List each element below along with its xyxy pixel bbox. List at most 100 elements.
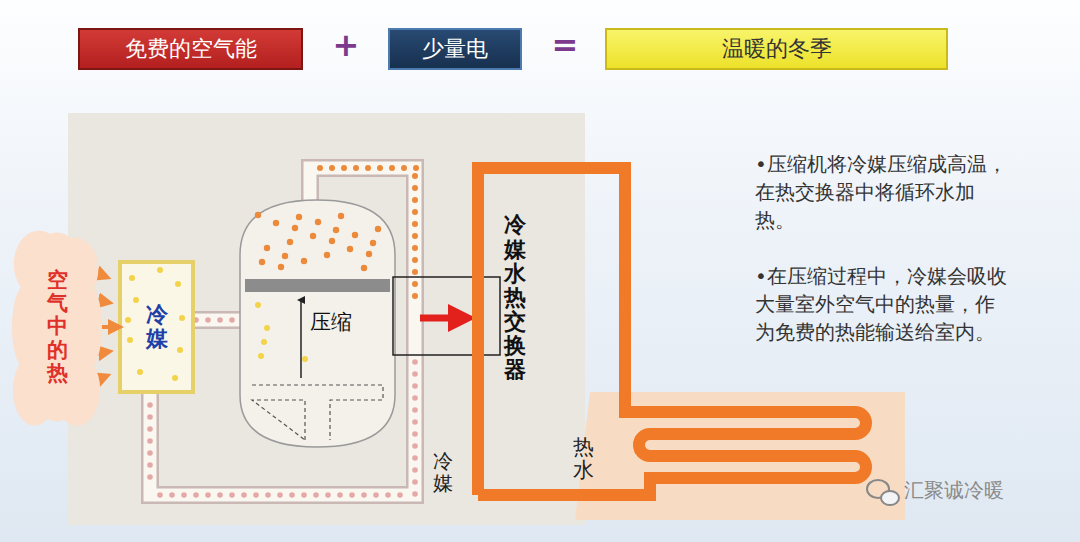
dot — [341, 165, 347, 171]
dot — [412, 491, 418, 497]
dot — [301, 492, 307, 498]
dot — [389, 165, 395, 171]
dot — [361, 265, 367, 271]
dot — [412, 395, 418, 401]
dot — [147, 474, 153, 480]
dot — [241, 492, 247, 498]
dot — [205, 317, 211, 323]
dot — [289, 492, 295, 498]
dot — [181, 492, 187, 498]
dot — [412, 281, 418, 287]
dot — [296, 214, 302, 220]
dot — [127, 337, 133, 343]
dot — [125, 317, 131, 323]
dot — [353, 165, 359, 171]
refrigerant-label: 冷媒 — [433, 450, 453, 494]
title-box: 免费的空气能 — [78, 28, 303, 70]
dot — [137, 369, 143, 375]
dot — [175, 281, 181, 287]
heat-transfer-arrow — [420, 315, 462, 322]
dot — [147, 450, 153, 456]
dot — [259, 259, 265, 265]
node-text: 冷媒水热交换器 — [504, 213, 526, 382]
dot — [193, 492, 199, 498]
node-text: 免费的空气能 — [125, 34, 257, 64]
dot — [205, 492, 211, 498]
dot — [385, 492, 391, 498]
note-text: •在压缩过程中，冷媒会吸收大量室外空气中的热量，作为免费的热能输送给室内。 — [755, 262, 1011, 346]
dot — [147, 426, 153, 432]
diagram-panel — [68, 113, 585, 525]
dot — [217, 317, 223, 323]
compressor-plate — [245, 279, 390, 292]
dot — [412, 269, 418, 275]
dot — [315, 219, 321, 225]
title-box: 少量电 — [388, 28, 522, 70]
dot — [412, 419, 418, 425]
node-text: 冷媒 — [146, 303, 168, 351]
dot — [412, 233, 418, 239]
dot — [412, 359, 418, 365]
dot — [412, 479, 418, 485]
dot — [147, 462, 153, 468]
node-text: 压缩 — [310, 308, 352, 336]
node-text: 温暖的冬季 — [722, 34, 832, 64]
dot — [217, 492, 223, 498]
dot — [133, 297, 139, 303]
heat-exchanger: 冷媒水热交换器 — [498, 206, 532, 390]
dot — [277, 492, 283, 498]
dot — [169, 492, 175, 498]
plus-sign: + — [331, 26, 361, 64]
dot — [147, 438, 153, 444]
dot — [302, 356, 308, 362]
watermark: 汇聚诚冷暖 — [904, 477, 1004, 504]
dot — [147, 414, 153, 420]
dot — [157, 492, 163, 498]
dot — [317, 165, 323, 171]
dot — [292, 225, 298, 231]
dot — [329, 165, 335, 171]
dot — [412, 407, 418, 413]
dot — [377, 165, 383, 171]
dot — [278, 264, 284, 270]
dot — [325, 492, 331, 498]
dot — [157, 267, 163, 273]
cloud-puff — [75, 285, 102, 369]
dot — [366, 251, 372, 257]
dot — [412, 173, 418, 179]
note-text: •压缩机将冷媒压缩成高温，在热交换器中将循环水加热。 — [755, 150, 1011, 234]
dot — [282, 253, 288, 259]
piston-dashed — [252, 385, 383, 440]
dot — [265, 492, 271, 498]
dot — [264, 325, 270, 331]
dot — [412, 443, 418, 449]
dot — [412, 467, 418, 473]
compressor-tank — [240, 200, 395, 447]
dot — [412, 431, 418, 437]
dot — [329, 238, 335, 244]
dot — [352, 232, 358, 238]
dot — [301, 258, 307, 264]
heat-cloud: 空气中的热 — [12, 222, 102, 432]
dot — [255, 302, 261, 308]
dot — [412, 383, 418, 389]
dot — [129, 275, 135, 281]
equals-sign: = — [548, 26, 582, 64]
dot — [361, 492, 367, 498]
refrigerant-box-shape — [120, 262, 193, 392]
dot — [177, 347, 183, 353]
dot — [273, 220, 279, 226]
node-text: 少量电 — [422, 34, 488, 64]
dot — [287, 239, 293, 245]
dot — [229, 492, 235, 498]
dot — [172, 375, 178, 381]
dot — [412, 257, 418, 263]
dot — [337, 492, 343, 498]
inlet-pipe-inner — [188, 314, 247, 327]
dot — [375, 226, 381, 232]
cloud-puff — [12, 285, 39, 369]
title-box: 温暖的冬季 — [605, 28, 948, 70]
dot — [338, 213, 344, 219]
dot — [412, 245, 418, 251]
dot — [261, 339, 267, 345]
